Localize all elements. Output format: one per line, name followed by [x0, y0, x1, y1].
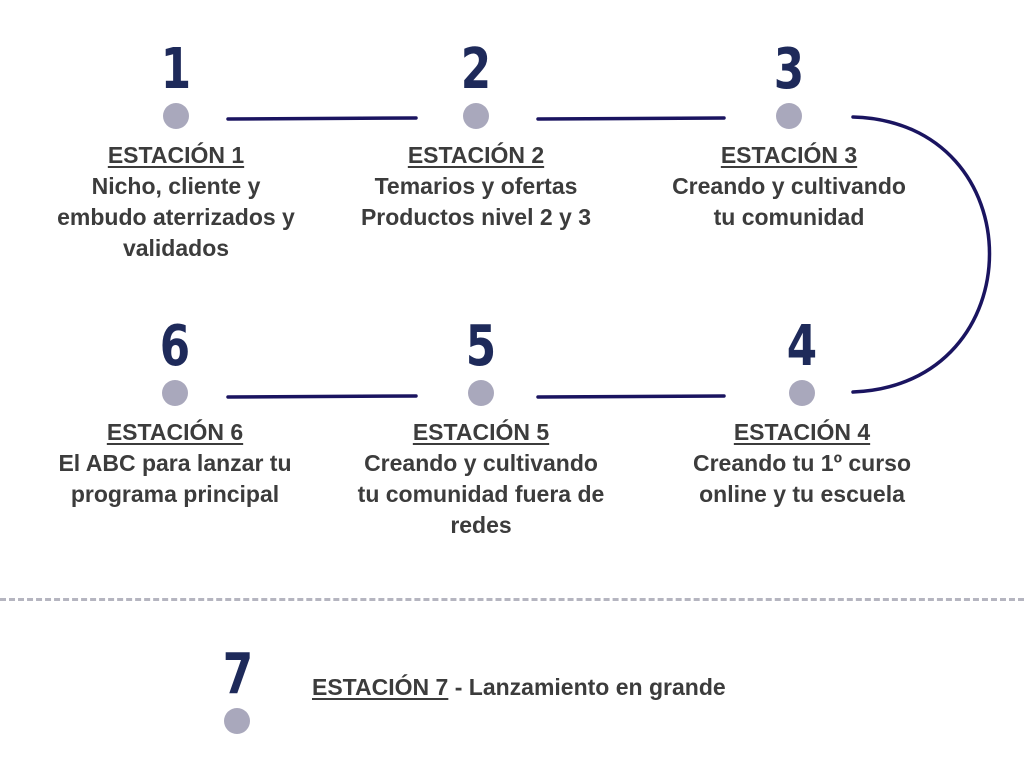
station-dot [163, 103, 189, 129]
station-number: 7 [222, 642, 254, 707]
station-desc-line: online y tu escuela [699, 481, 905, 507]
station-dot [224, 708, 250, 734]
connector-2-3 [536, 116, 726, 121]
station-title: ESTACIÓN 2 [407, 142, 545, 168]
station-desc-line: programa principal [70, 481, 280, 507]
station-number: 2 [460, 37, 492, 102]
station-number: 5 [465, 314, 497, 379]
station-desc-line: Productos nivel 2 y 3 [360, 204, 592, 230]
station-desc-line: tu comunidad fuera de [357, 481, 605, 507]
station-title: ESTACIÓN 5 [412, 419, 550, 445]
station-label: ESTACIÓN 6 El ABC para lanzar tu program… [25, 417, 325, 510]
station-dot [776, 103, 802, 129]
connector-1-2 [226, 116, 418, 121]
station-dot [468, 380, 494, 406]
station-label: ESTACIÓN 7 - Lanzamiento en grande [312, 672, 726, 703]
station-desc-line: tu comunidad [713, 204, 865, 230]
station-number: 6 [159, 314, 191, 379]
station-dot [789, 380, 815, 406]
station-title: ESTACIÓN 6 [106, 419, 244, 445]
station-desc-line: Creando y cultivando [672, 173, 906, 199]
station-label: ESTACIÓN 3 Creando y cultivando tu comun… [639, 140, 939, 233]
station-label: ESTACIÓN 2 Temarios y ofertas Productos … [326, 140, 626, 233]
station-dot [463, 103, 489, 129]
station-label: ESTACIÓN 5 Creando y cultivando tu comun… [331, 417, 631, 541]
station-desc-line: El ABC para lanzar tu [58, 450, 292, 476]
station-number: 4 [786, 314, 818, 379]
station-dot [162, 380, 188, 406]
station-title: ESTACIÓN 7 [312, 674, 449, 700]
station-subtitle: Lanzamiento en grande [468, 674, 726, 700]
station-desc-line: Creando tu 1º curso [693, 450, 911, 476]
connector-5-6 [226, 394, 418, 399]
station-title: ESTACIÓN 3 [720, 142, 858, 168]
station-separator: - [448, 674, 469, 700]
station-desc-line: Temarios y ofertas [374, 173, 578, 199]
connector-4-5 [536, 394, 726, 399]
station-desc-line: redes [450, 512, 512, 538]
station-title: ESTACIÓN 1 [107, 142, 245, 168]
station-desc-line: Creando y cultivando [364, 450, 598, 476]
station-desc-line: validados [122, 235, 230, 261]
station-number: 1 [160, 37, 192, 102]
connector-3-4-curve [851, 115, 992, 394]
station-label: ESTACIÓN 4 Creando tu 1º curso online y … [652, 417, 952, 510]
station-label: ESTACIÓN 1 Nicho, cliente y embudo aterr… [26, 140, 326, 264]
station-number: 3 [773, 37, 805, 102]
section-divider [0, 598, 1024, 601]
station-title: ESTACIÓN 4 [733, 419, 871, 445]
station-desc-line: Nicho, cliente y [91, 173, 261, 199]
station-desc-line: embudo aterrizados y [57, 204, 295, 230]
